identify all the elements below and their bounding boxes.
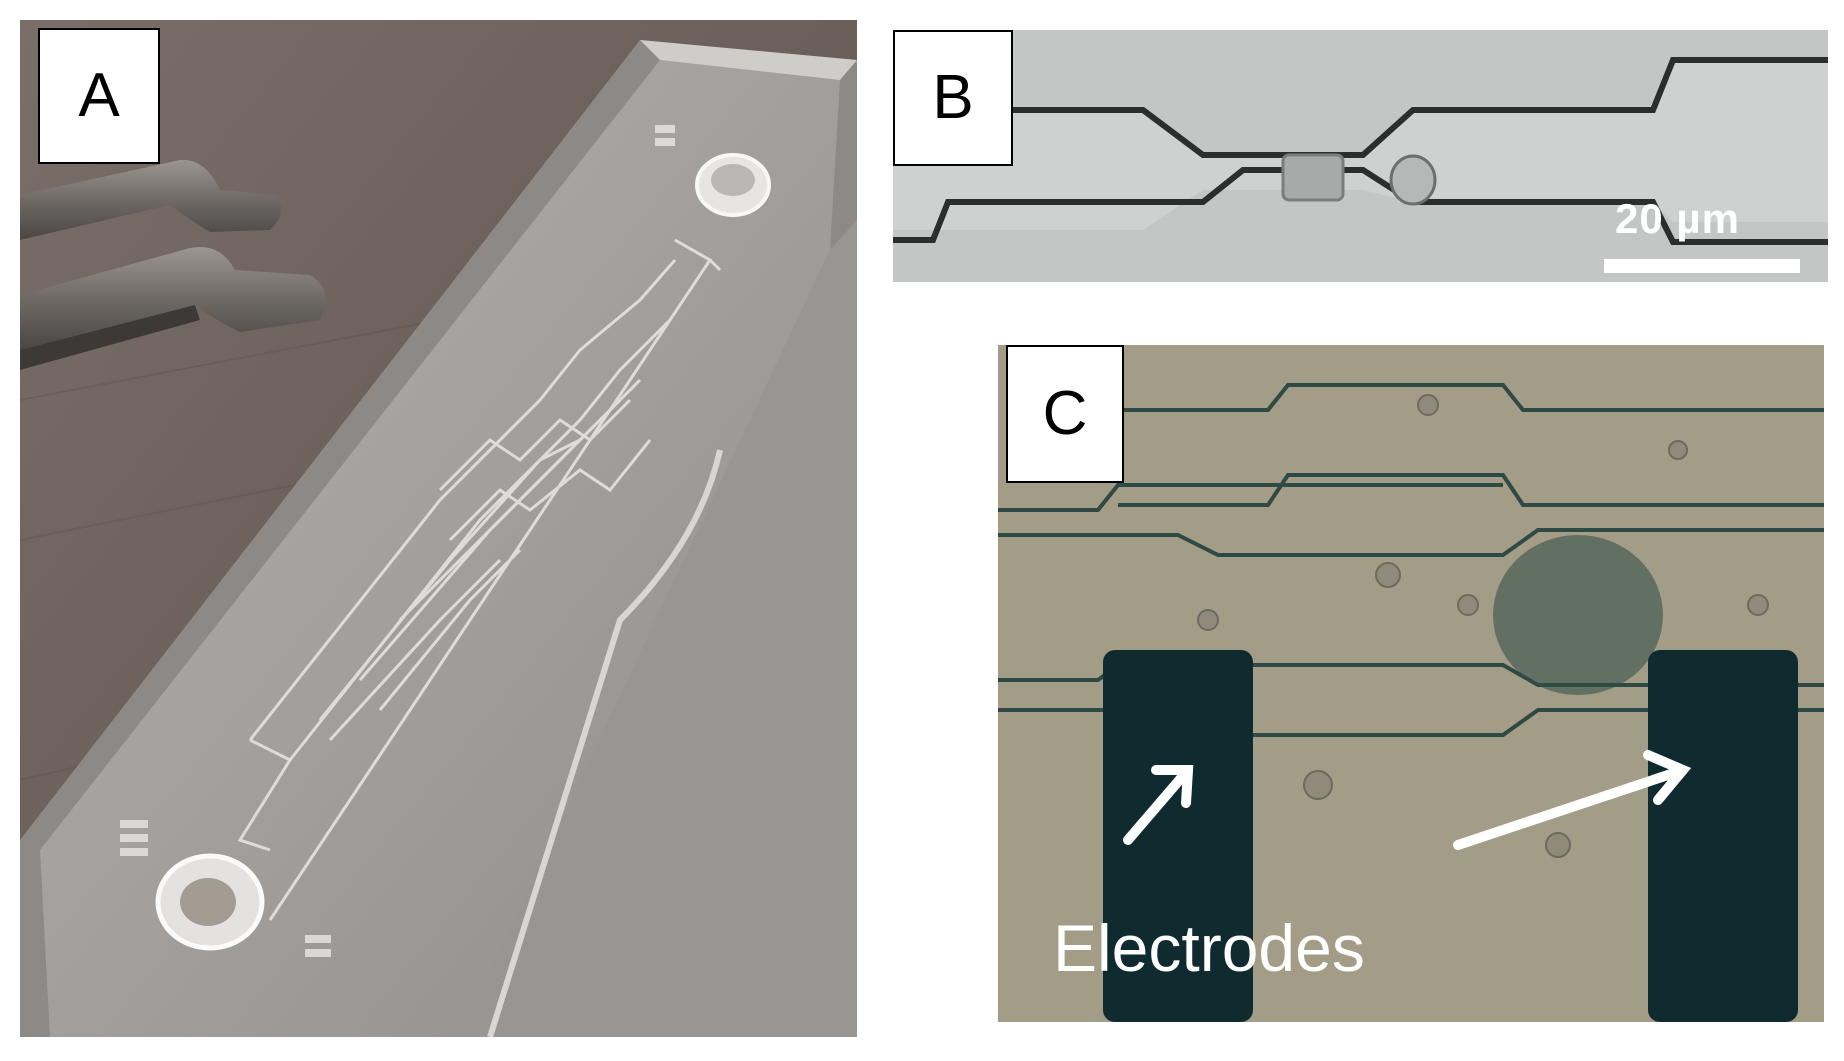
- electrode-micrograph-panel: C Electrodes: [998, 345, 1824, 1022]
- panel-label-b: B: [893, 30, 1013, 166]
- panel-label-c: C: [1006, 345, 1124, 483]
- electrodes-annotation: Electrodes: [1053, 911, 1365, 985]
- chip-photo-panel: A: [20, 20, 857, 1037]
- constriction-micrograph-panel: B 20 µm: [893, 30, 1828, 282]
- constriction-micrograph: [893, 30, 1828, 282]
- panel-label-a: A: [38, 28, 160, 164]
- chip-photo: [20, 20, 857, 1037]
- scale-bar-label: 20 µm: [1615, 195, 1740, 242]
- scale-bar: [1604, 259, 1800, 273]
- electrode-micrograph: [998, 345, 1824, 1022]
